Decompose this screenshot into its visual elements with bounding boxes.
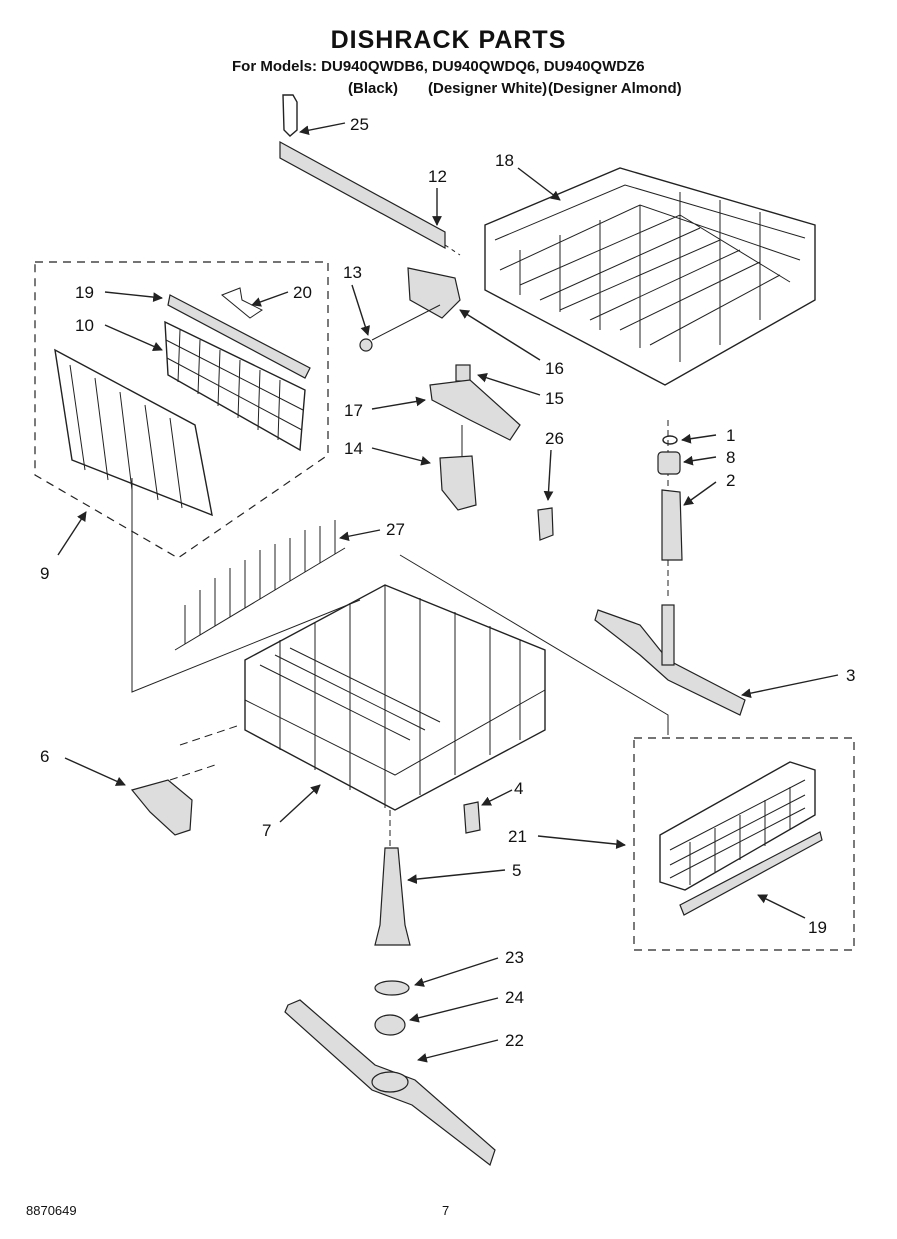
part-4-bushing <box>463 801 481 834</box>
callout-26: 26 <box>545 429 564 448</box>
callout-19-lower: 19 <box>808 918 827 937</box>
part-18-upper-rack <box>484 167 816 386</box>
part-1-washer <box>662 435 678 445</box>
guide-line-right <box>399 554 669 735</box>
guide-line-6b <box>169 764 216 781</box>
callout-22: 22 <box>505 1031 524 1050</box>
part-2-tube <box>661 489 683 561</box>
callout-14: 14 <box>344 439 363 458</box>
part-15-knob <box>455 364 471 382</box>
page-number: 7 <box>442 1203 450 1218</box>
part-14-holder <box>439 425 477 511</box>
part-27-tines <box>174 520 346 651</box>
model-color-black: (Black) <box>348 80 399 97</box>
callout-17: 17 <box>344 401 363 420</box>
group-9-boundary <box>34 261 329 559</box>
part-8-nut <box>657 451 681 475</box>
callout-20: 20 <box>293 283 312 302</box>
part-23-washer <box>374 980 410 996</box>
callout-13: 13 <box>343 263 362 282</box>
callout-4: 4 <box>514 779 523 798</box>
model-color-white: (Designer White) <box>428 80 548 97</box>
part-22-spray-arm-lower <box>284 999 496 1166</box>
callout-15: 15 <box>545 389 564 408</box>
part-10-grid <box>164 320 306 452</box>
callout-23: 23 <box>505 948 524 967</box>
callout-5: 5 <box>512 861 521 880</box>
part-16-bracket <box>407 267 461 319</box>
callout-10: 10 <box>75 316 94 335</box>
part-21-basket <box>659 761 816 891</box>
callout-27: 27 <box>386 520 405 539</box>
callout-16: 16 <box>545 359 564 378</box>
callout-2: 2 <box>726 471 735 490</box>
part-19-strip-upper <box>167 294 311 379</box>
callout-1: 1 <box>726 426 735 445</box>
callout-21: 21 <box>508 827 527 846</box>
part-17-arm <box>429 379 521 441</box>
callout-6: 6 <box>40 747 49 766</box>
part-19-strip-lower <box>679 831 823 916</box>
part-9-panel <box>54 348 213 517</box>
part-24-seal <box>374 1014 406 1036</box>
document-code: 8870649 <box>26 1203 77 1218</box>
callout-3: 3 <box>846 666 855 685</box>
callout-7: 7 <box>262 821 271 840</box>
leader-arrows <box>57 122 839 1063</box>
guide-line-left <box>131 478 361 693</box>
callout-25: 25 <box>350 115 369 134</box>
part-3-spray-arm-upper <box>594 604 746 716</box>
callout-19-upper: 19 <box>75 283 94 302</box>
page-title: DISHRACK PARTS <box>330 26 567 54</box>
part-7-lower-rack <box>244 584 546 811</box>
callout-8: 8 <box>726 448 735 467</box>
callout-12: 12 <box>428 167 447 186</box>
part-25-clip <box>282 94 298 137</box>
callout-9: 9 <box>40 564 49 583</box>
part-6-roller <box>130 779 193 836</box>
callout-24: 24 <box>505 988 524 1007</box>
part-5-hub <box>374 847 411 946</box>
model-color-almond: (Designer Almond) <box>548 80 682 97</box>
guide-line-top <box>444 244 461 256</box>
callout-18: 18 <box>495 151 514 170</box>
part-13-screw <box>359 304 441 352</box>
part-12-rail <box>279 140 446 250</box>
guide-line-6 <box>179 724 241 746</box>
group-21-boundary <box>633 737 855 951</box>
part-26-clip <box>537 507 554 541</box>
models-line: For Models: DU940QWDB6, DU940QWDQ6, DU94… <box>232 58 645 75</box>
